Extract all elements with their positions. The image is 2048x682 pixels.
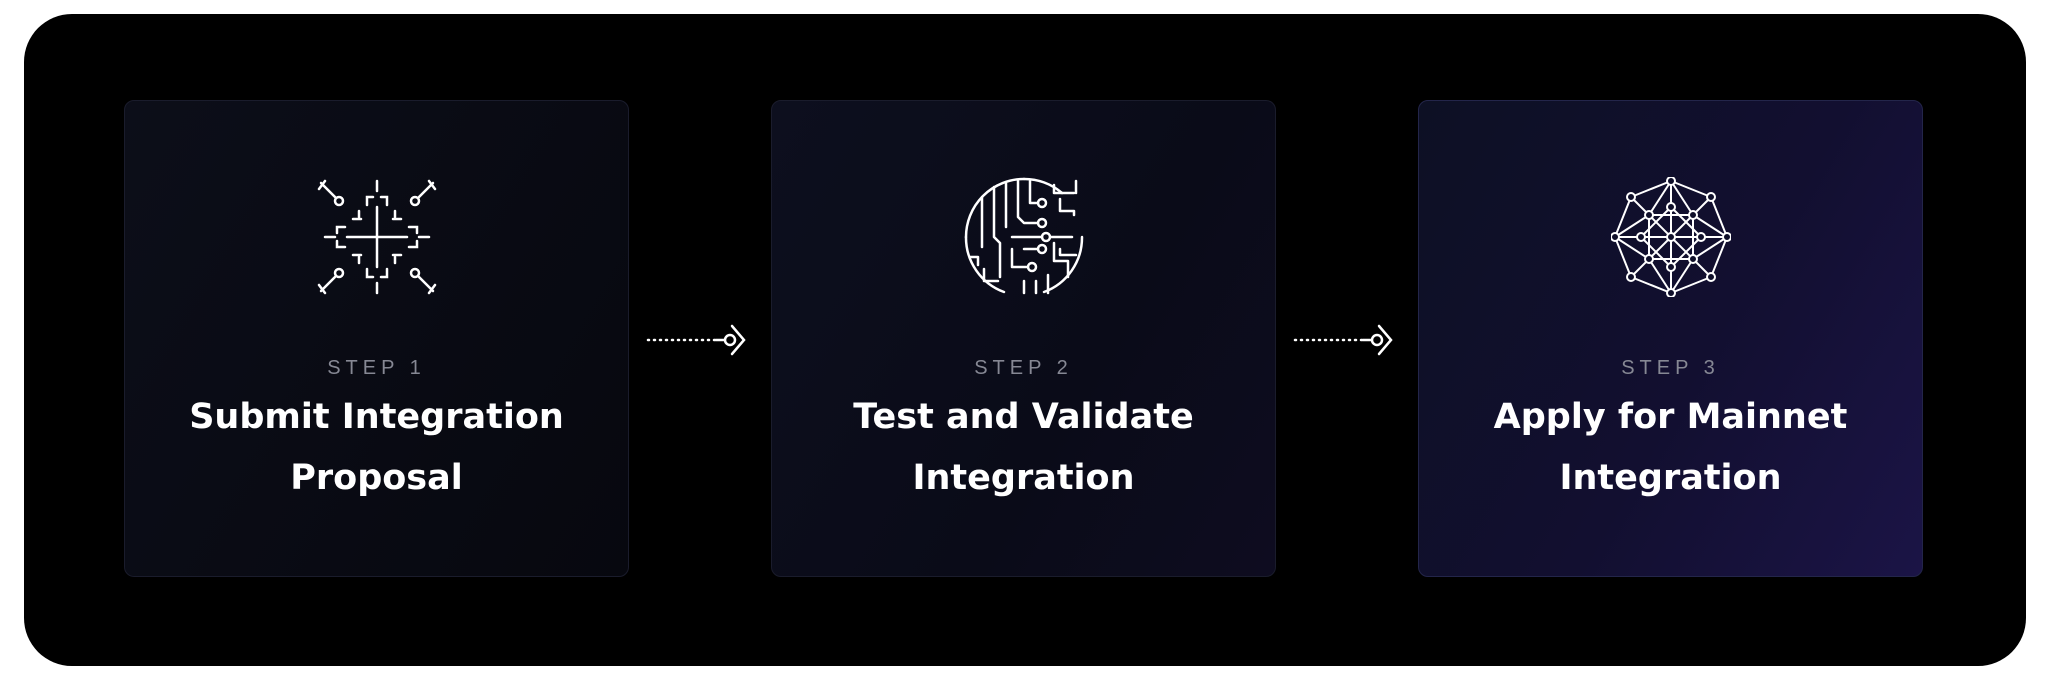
step-card-2: STEP 2 Test and Validate Integration	[771, 100, 1276, 577]
circuit-globe-icon	[964, 177, 1084, 297]
step-label: STEP 3	[1621, 357, 1720, 379]
step-card-1: STEP 1 Submit Integration Proposal	[124, 100, 629, 577]
dotted-arrow-icon	[1293, 320, 1393, 360]
step-title: Submit Integration Proposal	[189, 397, 564, 498]
step-card-3: STEP 3 Apply for Mainnet Integration	[1418, 100, 1923, 577]
network-lines-icon	[317, 177, 437, 297]
steps-panel: STEP 1 Submit Integration Proposal	[24, 14, 2026, 666]
step-label: STEP 2	[974, 357, 1073, 379]
node-network-icon	[1610, 177, 1731, 297]
step-title: Apply for Mainnet Integration	[1493, 397, 1848, 498]
step-label: STEP 1	[327, 357, 426, 379]
step-title: Test and Validate Integration	[853, 397, 1194, 498]
dotted-arrow-icon	[646, 320, 746, 360]
